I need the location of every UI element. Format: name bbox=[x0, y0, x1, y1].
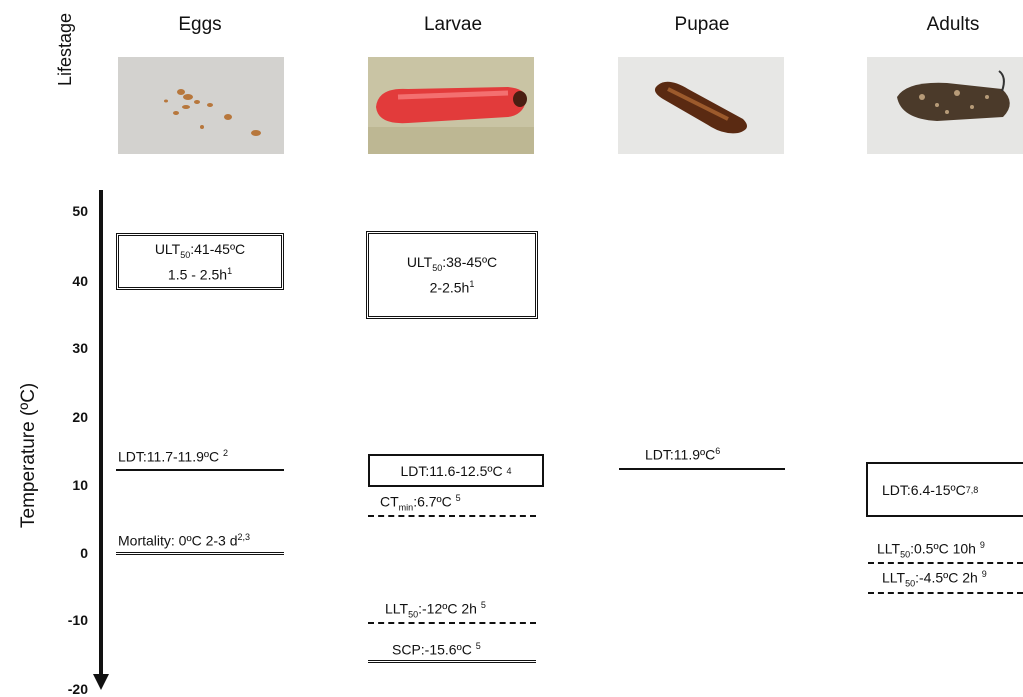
tick-0: 0 bbox=[80, 545, 88, 561]
tick-20: 20 bbox=[72, 409, 88, 425]
adults-llt1-label: LLT50:0.5ºC 10h 9 bbox=[877, 540, 985, 560]
larvae-ctmin-line bbox=[368, 515, 536, 517]
eggs-ult-line1: ULT50:41-45ºC bbox=[154, 240, 246, 260]
larvae-scp-line bbox=[368, 660, 536, 663]
stage-pupae: Pupae bbox=[674, 14, 730, 35]
larvae-ult-line1: ULT50:38-45ºC bbox=[406, 254, 498, 274]
larvae-photo bbox=[368, 57, 534, 154]
larvae-scp-label: SCP:-15.6ºC 5 bbox=[392, 641, 481, 658]
eggs-ult-box: ULT50:41-45ºC 1.5 - 2.5h1 bbox=[116, 233, 284, 290]
adults-llt2-line bbox=[868, 592, 1023, 594]
eggs-ldt-line bbox=[116, 469, 284, 471]
tick-minus-10: -10 bbox=[67, 612, 88, 628]
axis-label: Temperature (ºC) bbox=[18, 382, 39, 528]
larva-image bbox=[368, 57, 534, 154]
lifestage-label: Lifestage bbox=[55, 12, 75, 86]
larvae-ult-line2: 2-2.5h1 bbox=[429, 279, 475, 296]
eggs-ult-line2: 1.5 - 2.5h1 bbox=[167, 265, 233, 283]
pupa-image bbox=[618, 57, 784, 154]
eggs-ldt-label: LDT:11.7-11.9ºC 2 bbox=[118, 448, 228, 465]
eggs-photo bbox=[118, 57, 284, 154]
pupae-ldt-line bbox=[619, 468, 785, 470]
stage-adults: Adults bbox=[926, 14, 980, 35]
tick-10: 10 bbox=[72, 477, 88, 493]
tick-30: 30 bbox=[72, 340, 88, 356]
adults-llt1-line bbox=[868, 562, 1023, 564]
tick-40: 40 bbox=[72, 273, 88, 289]
adults-llt2-label: LLT50:-4.5ºC 2h 9 bbox=[882, 569, 987, 589]
stage-eggs: Eggs bbox=[178, 14, 222, 35]
stage-larvae: Larvae bbox=[423, 14, 483, 35]
eggs-mortality-line bbox=[116, 552, 284, 555]
tick-minus-20: -20 bbox=[67, 681, 88, 697]
pupae-photo bbox=[618, 57, 784, 154]
adults-photo bbox=[867, 57, 1023, 154]
temperature-axis bbox=[93, 190, 109, 690]
eggs-image bbox=[118, 57, 284, 154]
larvae-ctmin-label: CTmin:6.7ºC 5 bbox=[380, 493, 461, 513]
tick-50: 50 bbox=[72, 203, 88, 219]
larvae-llt-label: LLT50:-12ºC 2h 5 bbox=[385, 600, 486, 620]
larvae-ldt-box: LDT:11.6-12.5ºC 4 bbox=[368, 454, 544, 487]
moth-image bbox=[867, 57, 1023, 154]
larvae-ult-box: ULT50:38-45ºC 2-2.5h1 bbox=[366, 231, 538, 319]
larvae-llt-line bbox=[368, 622, 536, 624]
eggs-mortality-label: Mortality: 0ºC 2-3 d2,3 bbox=[118, 532, 251, 549]
pupae-ldt-label: LDT:11.9ºC6 bbox=[645, 446, 721, 463]
